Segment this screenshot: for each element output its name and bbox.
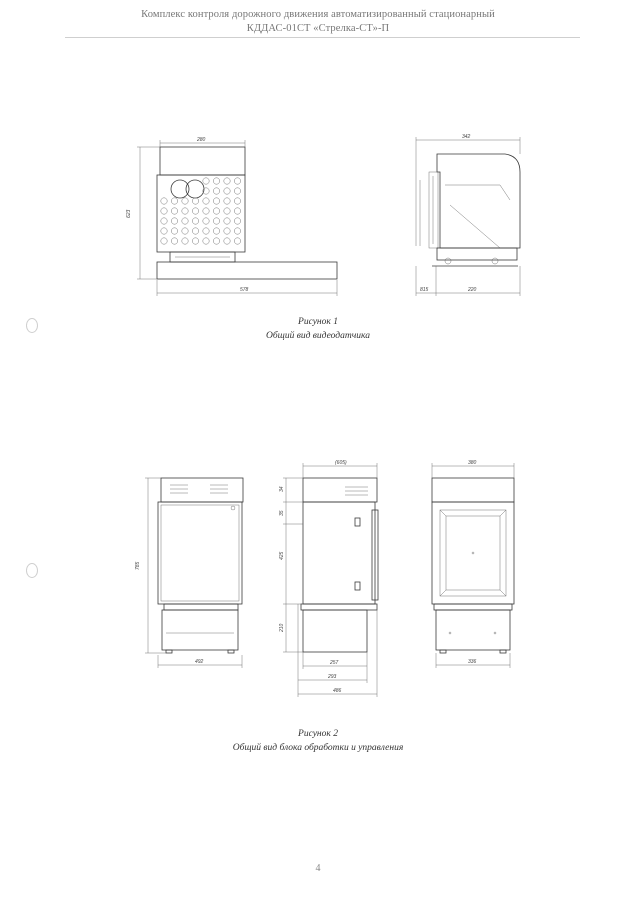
- led-cell: [213, 187, 220, 195]
- led-cell: [213, 197, 220, 205]
- led-cell: [213, 207, 220, 215]
- led-cell: [202, 237, 210, 245]
- led-cell: [213, 237, 220, 245]
- led-cell: [171, 207, 178, 215]
- led-cell: [171, 217, 178, 225]
- page-number: 4: [315, 863, 321, 874]
- fig2-dim-height-label: 785: [135, 561, 141, 570]
- led-cell: [181, 217, 189, 225]
- dim-side-width-label: 342: [462, 134, 471, 140]
- led-cell: [171, 197, 178, 205]
- figure1-caption-number: Рисунок 1: [298, 317, 338, 327]
- led-cell: [223, 177, 231, 185]
- figure2-rear-view: 380 336: [431, 460, 515, 668]
- led-cell: [213, 227, 220, 235]
- dim-width-label: 280: [196, 137, 206, 143]
- figure2-side-view: 34 35 425 210 (605) 257 293 486: [279, 460, 379, 697]
- led-cell: [234, 207, 241, 215]
- led-cell: [223, 187, 231, 195]
- fig2-dim-d1: 34: [279, 486, 285, 492]
- led-cell: [202, 187, 210, 195]
- dim-offset-label: 815: [420, 287, 429, 293]
- led-cell: [181, 237, 189, 245]
- led-cell: [223, 237, 231, 245]
- header-line-1: Комплекс контроля дорожного движения авт…: [141, 9, 495, 20]
- punch-hole-bottom: [26, 563, 38, 578]
- led-cell: [202, 207, 210, 215]
- led-cell: [192, 217, 199, 225]
- led-cell: [192, 197, 199, 205]
- fig2-dim-d2: 35: [279, 510, 285, 516]
- led-cell: [160, 207, 168, 215]
- led-cell: [223, 217, 231, 225]
- fig2-dim-d6: 293: [327, 674, 337, 680]
- led-cell: [160, 227, 168, 235]
- led-cell: [192, 227, 199, 235]
- led-cell: [234, 217, 241, 225]
- fig2-dim-d4: 210: [279, 623, 285, 633]
- figure2-caption-title: Общий вид блока обработки и управления: [232, 743, 404, 753]
- led-cell: [192, 237, 199, 245]
- led-cell: [234, 197, 241, 205]
- figure1-caption-title: Общий вид видеодатчика: [266, 331, 370, 341]
- fig2-dim-d5: 257: [329, 660, 339, 666]
- led-cell: [234, 187, 241, 195]
- dim-base-length-label: 578: [240, 287, 249, 293]
- led-cell: [160, 237, 168, 245]
- dim-base-label: 220: [467, 287, 477, 293]
- figure1-front-view: 280 623 578: [126, 137, 338, 296]
- led-cell: [181, 227, 189, 235]
- dim-height-label: 623: [126, 209, 132, 218]
- led-cell: [213, 177, 220, 185]
- led-cell: [202, 227, 210, 235]
- led-cell: [202, 197, 210, 205]
- led-cell: [171, 237, 178, 245]
- led-cell: [202, 217, 210, 225]
- header-rule: [65, 37, 580, 38]
- led-cell: [171, 227, 178, 235]
- led-grid: [160, 177, 241, 245]
- fig2-rear-dim-bottom: 336: [468, 659, 477, 665]
- figure1-side-view: 342 815 220: [415, 134, 521, 296]
- fig2-dim-width-label: 492: [195, 659, 204, 665]
- led-cell: [223, 207, 231, 215]
- led-cell: [192, 207, 199, 215]
- punch-hole-top: [26, 318, 38, 333]
- led-cell: [160, 217, 168, 225]
- figure2-front-view: 785 492: [135, 477, 244, 668]
- led-cell: [160, 197, 168, 205]
- fig2-rear-dim-top: 380: [468, 460, 477, 466]
- led-cell: [202, 177, 210, 185]
- fig2-dim-top: (605): [335, 460, 347, 466]
- led-cell: [234, 237, 241, 245]
- led-cell: [181, 197, 189, 205]
- fig2-dim-d7: 486: [333, 688, 342, 694]
- led-cell: [234, 227, 241, 235]
- header-line-2: КДДАС-01СТ «Стрелка-СТ»-П: [246, 23, 390, 34]
- figure2-caption-number: Рисунок 2: [298, 729, 338, 739]
- led-cell: [234, 177, 241, 185]
- led-cell: [223, 227, 231, 235]
- fig2-dim-d3: 425: [279, 551, 285, 560]
- led-cell: [223, 197, 231, 205]
- led-cell: [213, 217, 220, 225]
- led-cell: [181, 207, 189, 215]
